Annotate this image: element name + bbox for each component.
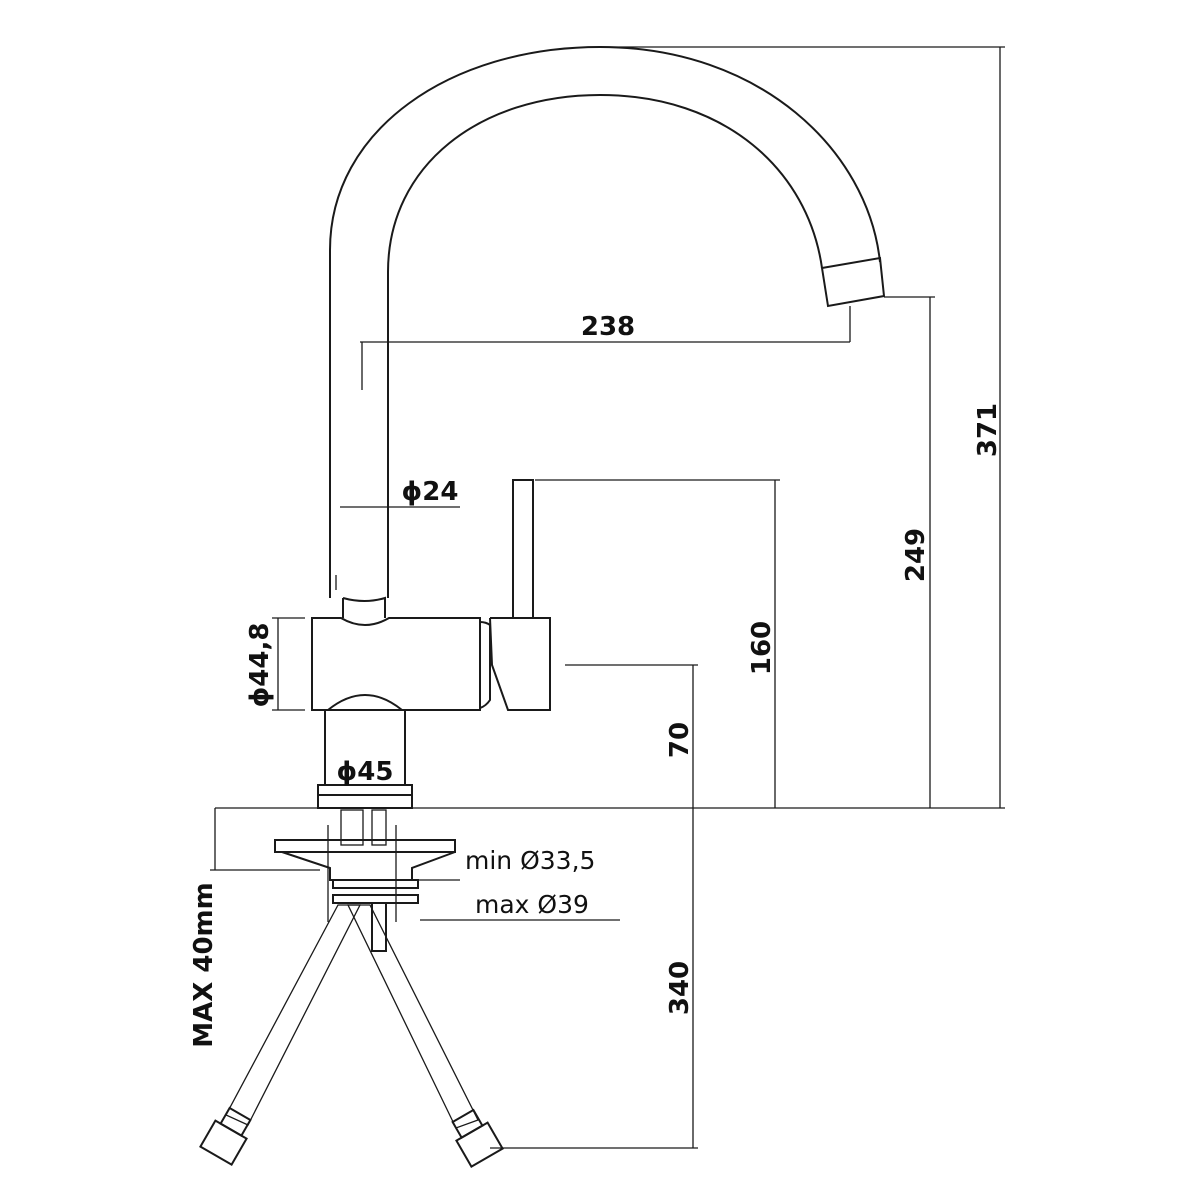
hoses xyxy=(199,904,504,1168)
dimension-lines xyxy=(210,46,1005,1149)
faucet-body xyxy=(311,617,551,809)
dim-340: 340 xyxy=(665,961,695,1015)
dim-max-thickness: MAX 40mm xyxy=(189,882,219,1047)
dim-hole-max: max Ø39 xyxy=(475,890,589,919)
dim-hole-min: min Ø33,5 xyxy=(465,846,595,875)
hose-right xyxy=(346,904,479,1129)
dim-spout-diameter: ϕ24 xyxy=(402,477,459,507)
nozzle xyxy=(820,256,886,308)
dim-body-diameter: ϕ44,8 xyxy=(245,623,275,708)
hose-nut-right xyxy=(451,1108,504,1168)
dim-238: 238 xyxy=(581,312,635,342)
mounting-hardware xyxy=(274,809,456,952)
hose-left xyxy=(225,904,362,1126)
dim-371: 371 xyxy=(973,403,1003,457)
spout xyxy=(329,45,886,618)
dim-base-diameter: ϕ45 xyxy=(337,757,394,787)
hose-nut-left xyxy=(199,1106,252,1166)
dim-160: 160 xyxy=(747,621,777,675)
dim-249: 249 xyxy=(901,528,931,582)
lever xyxy=(512,479,534,619)
dim-70: 70 xyxy=(665,722,695,758)
base-plate xyxy=(317,794,413,809)
